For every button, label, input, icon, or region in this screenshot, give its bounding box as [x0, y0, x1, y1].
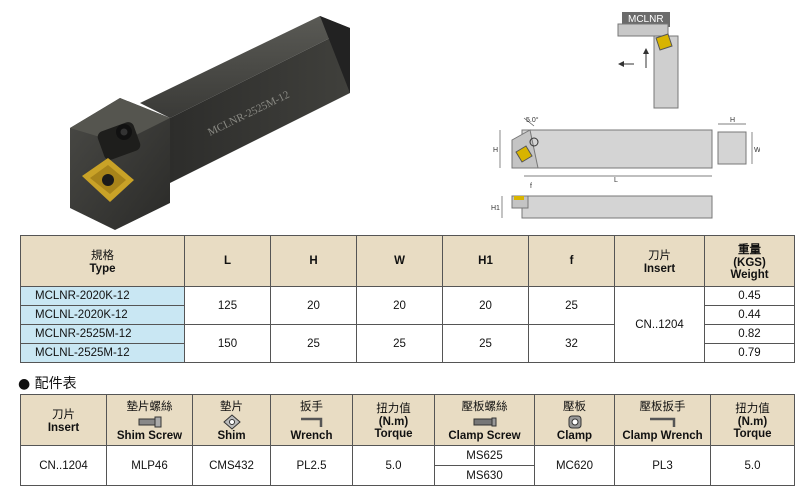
- weight-cell: 0.82: [704, 324, 795, 344]
- acc-clamp-screw-cell: MS625: [434, 445, 535, 466]
- acc-clamp-wrench-cell: PL3: [614, 445, 711, 486]
- L-cell: 150: [184, 324, 271, 363]
- top-diagram: [617, 23, 679, 109]
- weight-cell: 0.44: [704, 305, 795, 325]
- header-W: W: [356, 235, 443, 287]
- side-diagram: 5.0° L H H W H1 f: [491, 116, 760, 219]
- table-row: MCLNR-2020K-12 125 20 20 20 25 CN..1204 …: [20, 286, 795, 363]
- weight-cell: 0.45: [704, 286, 795, 306]
- header-weight: 重量(KGS)Weight: [704, 235, 795, 287]
- header-L: L: [184, 235, 271, 287]
- acc-torque-1-cell: 5.0: [352, 445, 435, 486]
- accessories-title: ● 配件表: [18, 376, 77, 392]
- acc-header-torque-1: 扭力值(N.m)Torque: [352, 394, 435, 446]
- f-cell: 32: [528, 324, 615, 363]
- W-cell: 25: [356, 324, 443, 363]
- clamp-wrench-icon: [649, 417, 675, 427]
- tool-holder-image: MCLNR-2525M-12: [70, 16, 350, 230]
- header-f: f: [528, 235, 615, 287]
- acc-clamp-screw-cell: MS630: [434, 465, 535, 486]
- shim-icon: [222, 414, 241, 430]
- f-cell: 25: [528, 286, 615, 325]
- type-cell: MCLNL-2525M-12: [20, 343, 185, 363]
- table-row: CN..1204 MLP46 CMS432 PL2.5 5.0 MS625 MC…: [20, 445, 795, 486]
- wrench-icon: [300, 417, 322, 427]
- shim-screw-icon: [138, 416, 161, 428]
- type-cell: MCLNR-2020K-12: [20, 286, 185, 306]
- H1-cell: 25: [442, 324, 529, 363]
- dim-H1-label: H1: [491, 205, 500, 212]
- dim-H-end-label: H: [730, 117, 735, 124]
- header-H: H: [270, 235, 357, 287]
- header-H1: H1: [442, 235, 529, 287]
- H-cell: 20: [270, 286, 357, 325]
- acc-header-shim-screw: 墊片螺絲 Shim Screw: [106, 394, 193, 446]
- acc-torque-2-cell: 5.0: [710, 445, 795, 486]
- acc-header-clamp-wrench: 壓板扳手 Clamp Wrench: [614, 394, 711, 446]
- insert-cell: CN..1204: [614, 286, 705, 363]
- L-cell: 125: [184, 286, 271, 325]
- dim-L-label: L: [614, 177, 618, 184]
- acc-clamp-cell: MC620: [534, 445, 615, 486]
- dim-W-label: W: [754, 147, 760, 154]
- H-cell: 25: [270, 324, 357, 363]
- type-cell: MCLNR-2525M-12: [20, 324, 185, 344]
- H1-cell: 20: [442, 286, 529, 325]
- acc-header-torque-2: 扭力值(N.m)Torque: [710, 394, 795, 446]
- acc-wrench-cell: PL2.5: [270, 445, 353, 486]
- table-row: MCLNL-2020K-12 0.44: [20, 305, 795, 325]
- acc-header-clamp-screw: 壓板螺絲 Clamp Screw: [434, 394, 535, 446]
- table-row: MCLNR-2525M-12 150 25 25 25 32 0.82: [20, 324, 795, 363]
- dim-H-label: H: [493, 147, 498, 154]
- acc-header-shim: 墊片 Shim: [192, 394, 271, 446]
- clamp-screw-icon: [473, 417, 496, 427]
- angle-label: 5.0°: [526, 116, 539, 124]
- dim-f-label: f: [530, 183, 532, 190]
- W-cell: 20: [356, 286, 443, 325]
- acc-shim-screw-cell: MLP46: [106, 445, 193, 486]
- acc-insert-cell: CN..1204: [20, 445, 107, 486]
- acc-header-clamp: 壓板 Clamp: [534, 394, 615, 446]
- table-row: MCLNL-2525M-12 0.79: [20, 343, 795, 363]
- diagram-label: MCLNR: [622, 12, 670, 27]
- table-row: MS630: [21, 465, 795, 486]
- acc-shim-cell: CMS432: [192, 445, 271, 486]
- weight-cell: 0.79: [704, 343, 795, 363]
- clamp-icon: [568, 415, 581, 429]
- acc-header-wrench: 扳手 Wrench: [270, 394, 353, 446]
- type-cell: MCLNL-2020K-12: [20, 305, 185, 325]
